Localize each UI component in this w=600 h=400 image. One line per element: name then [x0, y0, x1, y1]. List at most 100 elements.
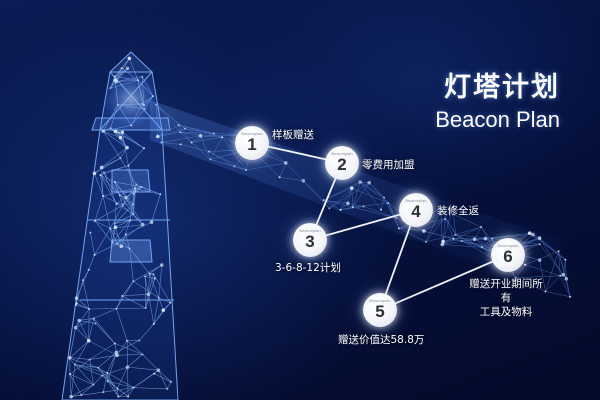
- network-edge: [153, 297, 160, 324]
- network-edge: [127, 366, 159, 371]
- network-edge: [455, 226, 482, 236]
- network-edge: [116, 340, 128, 356]
- network-edge: [191, 133, 214, 143]
- network-node: [244, 169, 247, 172]
- network-edge: [452, 207, 456, 235]
- network-edge: [539, 244, 567, 279]
- step-label-6-line-1: 赠送开业期间所有: [469, 278, 543, 304]
- network-edge: [76, 303, 90, 310]
- network-edge: [102, 188, 135, 197]
- network-edge: [359, 181, 382, 210]
- network-edge: [88, 318, 95, 341]
- network-edge: [93, 375, 103, 385]
- network-node: [115, 202, 118, 205]
- network-node: [367, 180, 372, 185]
- network-node: [531, 232, 535, 237]
- network-node: [113, 225, 118, 230]
- network-edge: [120, 147, 128, 159]
- network-edge: [149, 273, 160, 298]
- network-node: [349, 186, 354, 190]
- network-edge: [440, 208, 456, 235]
- network-node: [152, 322, 155, 325]
- network-node: [77, 318, 81, 323]
- network-edge: [122, 295, 146, 309]
- network-edge: [329, 182, 370, 209]
- network-node: [87, 268, 90, 271]
- network-edge: [191, 142, 211, 160]
- network-edge: [102, 130, 128, 148]
- network-node: [89, 231, 92, 234]
- network-node: [144, 275, 147, 278]
- network-node: [166, 387, 169, 390]
- network-node: [444, 217, 447, 220]
- step-node-1: Beaconplan 1: [235, 126, 269, 160]
- network-node: [69, 394, 73, 399]
- network-edge: [94, 228, 111, 256]
- network-edge: [560, 275, 571, 297]
- network-edge: [279, 162, 287, 178]
- network-edge: [151, 194, 161, 223]
- network-node: [480, 246, 483, 249]
- network-node: [452, 237, 455, 240]
- network-node: [328, 207, 331, 210]
- network-node: [557, 250, 560, 253]
- network-edge: [114, 68, 122, 77]
- network-node: [559, 274, 562, 277]
- network-edge: [118, 387, 134, 397]
- network-node: [184, 127, 187, 130]
- network-edge: [562, 259, 566, 275]
- step-number: 5: [375, 302, 385, 321]
- network-edge: [200, 135, 223, 138]
- network-edge: [122, 186, 142, 206]
- network-edge: [97, 352, 117, 368]
- network-edge: [158, 297, 171, 303]
- network-node: [127, 164, 130, 167]
- network-node: [88, 307, 91, 310]
- step-label-4: 装修全返: [437, 205, 479, 217]
- network-edge: [144, 276, 147, 309]
- network-node: [221, 136, 224, 139]
- network-edge: [474, 226, 482, 240]
- network-edge: [485, 234, 534, 239]
- network-node: [80, 393, 83, 396]
- network-edge: [82, 280, 90, 310]
- network-edge: [107, 380, 119, 397]
- network-edge: [116, 340, 140, 353]
- network-edge: [122, 293, 149, 297]
- network-edge: [114, 204, 134, 224]
- network-node: [93, 219, 96, 222]
- network-edge: [114, 213, 134, 224]
- network-node: [454, 233, 457, 236]
- network-edge: [323, 200, 348, 204]
- network-node: [441, 239, 445, 244]
- network-edge: [145, 294, 149, 309]
- network-edge: [107, 372, 134, 388]
- network-node: [111, 241, 114, 244]
- network-edge: [369, 182, 385, 198]
- network-edge: [128, 165, 136, 191]
- network-edge: [89, 359, 94, 385]
- network-node: [212, 132, 215, 135]
- network-node: [129, 219, 132, 222]
- network-edge: [440, 208, 482, 228]
- step-tag: Beaconplan: [331, 151, 353, 156]
- network-edge: [94, 243, 118, 256]
- step-label-2: 零费用加盟: [362, 159, 415, 171]
- network-edge: [133, 264, 162, 282]
- network-edge: [155, 104, 179, 126]
- network-node: [190, 141, 193, 144]
- network-edge: [94, 220, 113, 243]
- network-node: [99, 165, 104, 170]
- network-node: [118, 194, 121, 197]
- network-node: [115, 307, 118, 310]
- network-edge: [525, 264, 561, 277]
- network-edge: [145, 276, 155, 279]
- network-edge: [167, 381, 172, 390]
- network-edge: [98, 367, 108, 374]
- step-label-5: 赠送价值达58.8万: [338, 334, 425, 346]
- step-tag: Beaconplan: [241, 131, 263, 136]
- network-node: [537, 258, 542, 262]
- network-node: [113, 129, 118, 134]
- network-edge: [125, 197, 134, 215]
- network-edge: [69, 374, 82, 396]
